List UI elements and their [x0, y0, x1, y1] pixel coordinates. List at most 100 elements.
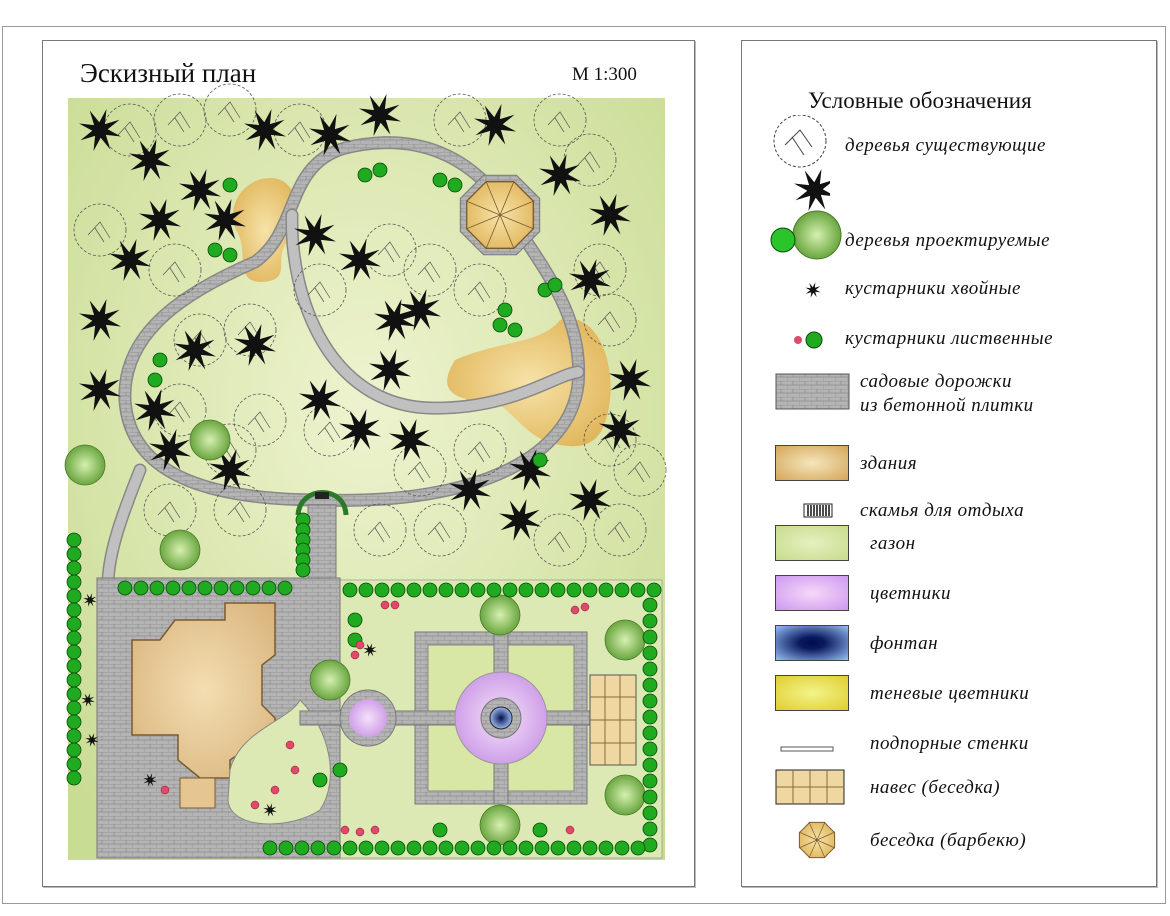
deciduous-shrub-icon [642, 741, 658, 757]
deciduous-shrub-icon [222, 247, 238, 263]
small-flowerbed [349, 699, 387, 737]
existing-tree-icon [583, 413, 637, 467]
deciduous-shrub-icon [66, 546, 82, 562]
flowerbed-swatch [775, 575, 849, 611]
deciduous-shrub-icon [486, 582, 502, 598]
existing-tree-icon [413, 503, 467, 557]
conifer-shrub-icon [81, 693, 95, 707]
conifer-tree-icon [179, 169, 221, 211]
deciduous-shrub-icon [642, 725, 658, 741]
deciduous-shrub-icon [342, 840, 358, 856]
conifer-tree-icon [234, 324, 276, 366]
plan-scale: М 1:300 [572, 64, 637, 85]
deciduous-shrub-icon [165, 580, 181, 596]
planting-bed-near-house [227, 699, 331, 825]
deciduous-shrub-icon [66, 616, 82, 632]
projected-tree-icon [604, 774, 646, 816]
legend-label: садовые дорожки [860, 371, 1013, 392]
deciduous-shrub-icon [374, 582, 390, 598]
deciduous-shrub-icon [614, 582, 630, 598]
legend-item: теневые цветники [745, 675, 1155, 723]
conifer-tree-icon [509, 449, 551, 491]
deciduous-shrub-icon [470, 840, 486, 856]
deciduous-shrub-icon [642, 629, 658, 645]
legend-label: кустарники хвойные [845, 278, 1021, 299]
projected-tree-icon [604, 619, 646, 661]
deciduous-shrub-icon [454, 582, 470, 598]
conifer-tree-icon [174, 329, 216, 371]
trees-layer [64, 83, 667, 856]
existing-tree-icon [148, 243, 202, 297]
bench-icon [315, 492, 329, 499]
legend-item: деревья существующие [745, 114, 1155, 211]
legend-item: здания [745, 445, 1155, 493]
conifer-tree-icon [339, 409, 381, 451]
plan-title: Эскизный план [80, 58, 257, 88]
deciduous-shrub-icon [66, 532, 82, 548]
conifer-tree-icon [449, 469, 491, 511]
deciduous-shrub-icon [66, 672, 82, 688]
deciduous-shrub-icon [261, 580, 277, 596]
projected-tree-icon [767, 210, 847, 275]
deciduous-shrub-icon [642, 773, 658, 789]
existing-tree-icon [613, 443, 667, 497]
existing-tree-icon [203, 83, 257, 137]
flowering-shrub-icon [355, 827, 365, 837]
deciduous-shrub-icon [534, 582, 550, 598]
deciduous-shrub-icon [486, 840, 502, 856]
conifer-tree-icon [134, 389, 176, 431]
deciduous-shrub-icon [312, 772, 328, 788]
legend-label: фонтан [870, 633, 939, 654]
deciduous-shrub-icon [372, 162, 388, 178]
deciduous-shrub-icon [133, 580, 149, 596]
deciduous-shrub-icon [149, 580, 165, 596]
deciduous-shrub-icon [566, 840, 582, 856]
deciduous-shrub-icon [438, 582, 454, 598]
deciduous-shrub-icon [432, 172, 448, 188]
canopy-icon [775, 769, 847, 812]
deciduous-shrub-icon [390, 582, 406, 598]
legend-item: скамья для отдыха [745, 500, 1155, 540]
lawn-swatch [775, 525, 849, 561]
deciduous-shrub-icon [66, 602, 82, 618]
deciduous-shrub-icon [642, 661, 658, 677]
conifer-tree-icon [139, 199, 181, 241]
flowering-shrub-icon [565, 825, 575, 835]
legend-label: теневые цветники [870, 683, 1030, 704]
shade-flowerbed-swatch [775, 675, 849, 711]
deciduous-shrub-icon [326, 840, 342, 856]
legend-label: скамья для отдыха [860, 500, 1025, 521]
deciduous-shrub-icon [598, 840, 614, 856]
existing-tree-icon [73, 203, 127, 257]
deciduous-shrub-icon [66, 574, 82, 590]
existing-tree-icon [770, 114, 836, 220]
conifer-tree-icon [359, 94, 401, 136]
conifer-tree-icon [399, 289, 441, 331]
conifer-tree-icon [244, 109, 286, 151]
conifer-tree-icon [569, 479, 611, 521]
conifer-tree-icon [149, 429, 191, 471]
paving-icon [775, 373, 851, 416]
deciduous-shrub-icon [342, 582, 358, 598]
deciduous-shrub-icon [614, 840, 630, 856]
deciduous-shrub-icon [66, 714, 82, 730]
flowering-shrub-icon [270, 785, 280, 795]
deciduous-shrub-icon [66, 560, 82, 576]
flowering-shrub-icon [160, 785, 170, 795]
deciduous-shrub-icon [507, 322, 523, 338]
deciduous-shrub-icon [222, 177, 238, 193]
conifer-tree-icon [389, 419, 431, 461]
deciduous-shrub-icon [66, 686, 82, 702]
deciduous-shrub-icon [147, 372, 163, 388]
shade-bed-upper [232, 178, 297, 282]
deciduous-shrub-icon [332, 762, 348, 778]
legend-label: цветники [870, 583, 951, 604]
conifer-shrub-icon [803, 280, 823, 305]
projected-tree-icon [189, 419, 231, 461]
deciduous-shrub-icon [582, 840, 598, 856]
legend-label: деревья проектируемые [845, 230, 1051, 251]
deciduous-shrub-icon [294, 840, 310, 856]
deciduous-shrub-icon [790, 328, 830, 357]
legend-label: газон [870, 533, 916, 554]
